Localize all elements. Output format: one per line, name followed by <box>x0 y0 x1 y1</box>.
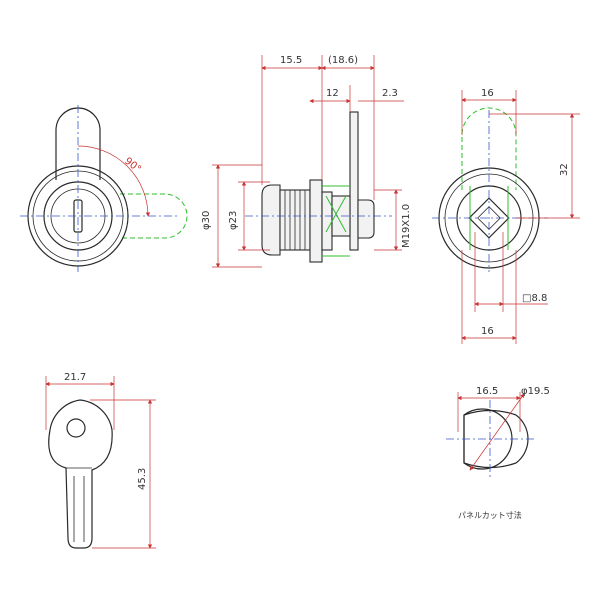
hidden-line-4 <box>325 195 347 233</box>
nut <box>309 179 323 263</box>
dim-width-top: 16 <box>481 88 494 99</box>
dim-cutout-flat: 16.5 <box>476 386 498 397</box>
dim-length-b: (18.6) <box>328 55 358 66</box>
dim-key-length: 45.3 <box>137 468 148 490</box>
dim-diameter-inner: φ23 <box>228 211 239 230</box>
shaft-tip <box>357 199 375 239</box>
dim-thread: M19X1.0 <box>401 204 412 248</box>
bezel <box>261 184 281 256</box>
rear-view: 16 32 □8.8 16 <box>432 88 580 344</box>
square-shaft-outer <box>468 197 510 239</box>
dim-cutout-diameter: φ19.5 <box>521 386 550 397</box>
key-outline <box>48 399 113 549</box>
dim-height: 32 <box>559 163 570 176</box>
dim-length-d: 2.3 <box>382 88 398 99</box>
dim-square: □8.8 <box>522 293 547 304</box>
side-view: 15.5 (18.6) 12 2.3 φ30 φ23 M19X1.0 <box>201 55 412 268</box>
body-bevel-circle <box>32 170 124 262</box>
front-view: 90° <box>20 105 188 272</box>
key-ring-hole <box>66 418 86 438</box>
dim-width-bottom: 16 <box>481 326 494 337</box>
dim-length-c: 12 <box>326 88 339 99</box>
cutout-dim-diameter <box>469 393 525 471</box>
square-shaft-inner <box>477 206 501 230</box>
rear-cam-outline <box>461 107 517 190</box>
thread-lines <box>284 190 306 250</box>
cam-plate <box>349 111 359 251</box>
angle-arc <box>77 145 151 217</box>
dim-diameter-outer: φ30 <box>201 211 212 230</box>
dim-length-a: 15.5 <box>280 55 302 66</box>
key-view: 21.7 45.3 <box>45 372 156 549</box>
cam-rotated-outline <box>120 193 188 239</box>
panel-cutout-caption: パネルカット寸法 <box>458 510 522 520</box>
panel-cutout-view: 16.5 φ19.5 パネルカット寸法 <box>446 386 550 520</box>
angle-label: 90° <box>122 156 143 176</box>
dim-key-width: 21.7 <box>64 372 86 383</box>
washer <box>321 191 333 251</box>
cutout-outline-left <box>463 408 513 470</box>
